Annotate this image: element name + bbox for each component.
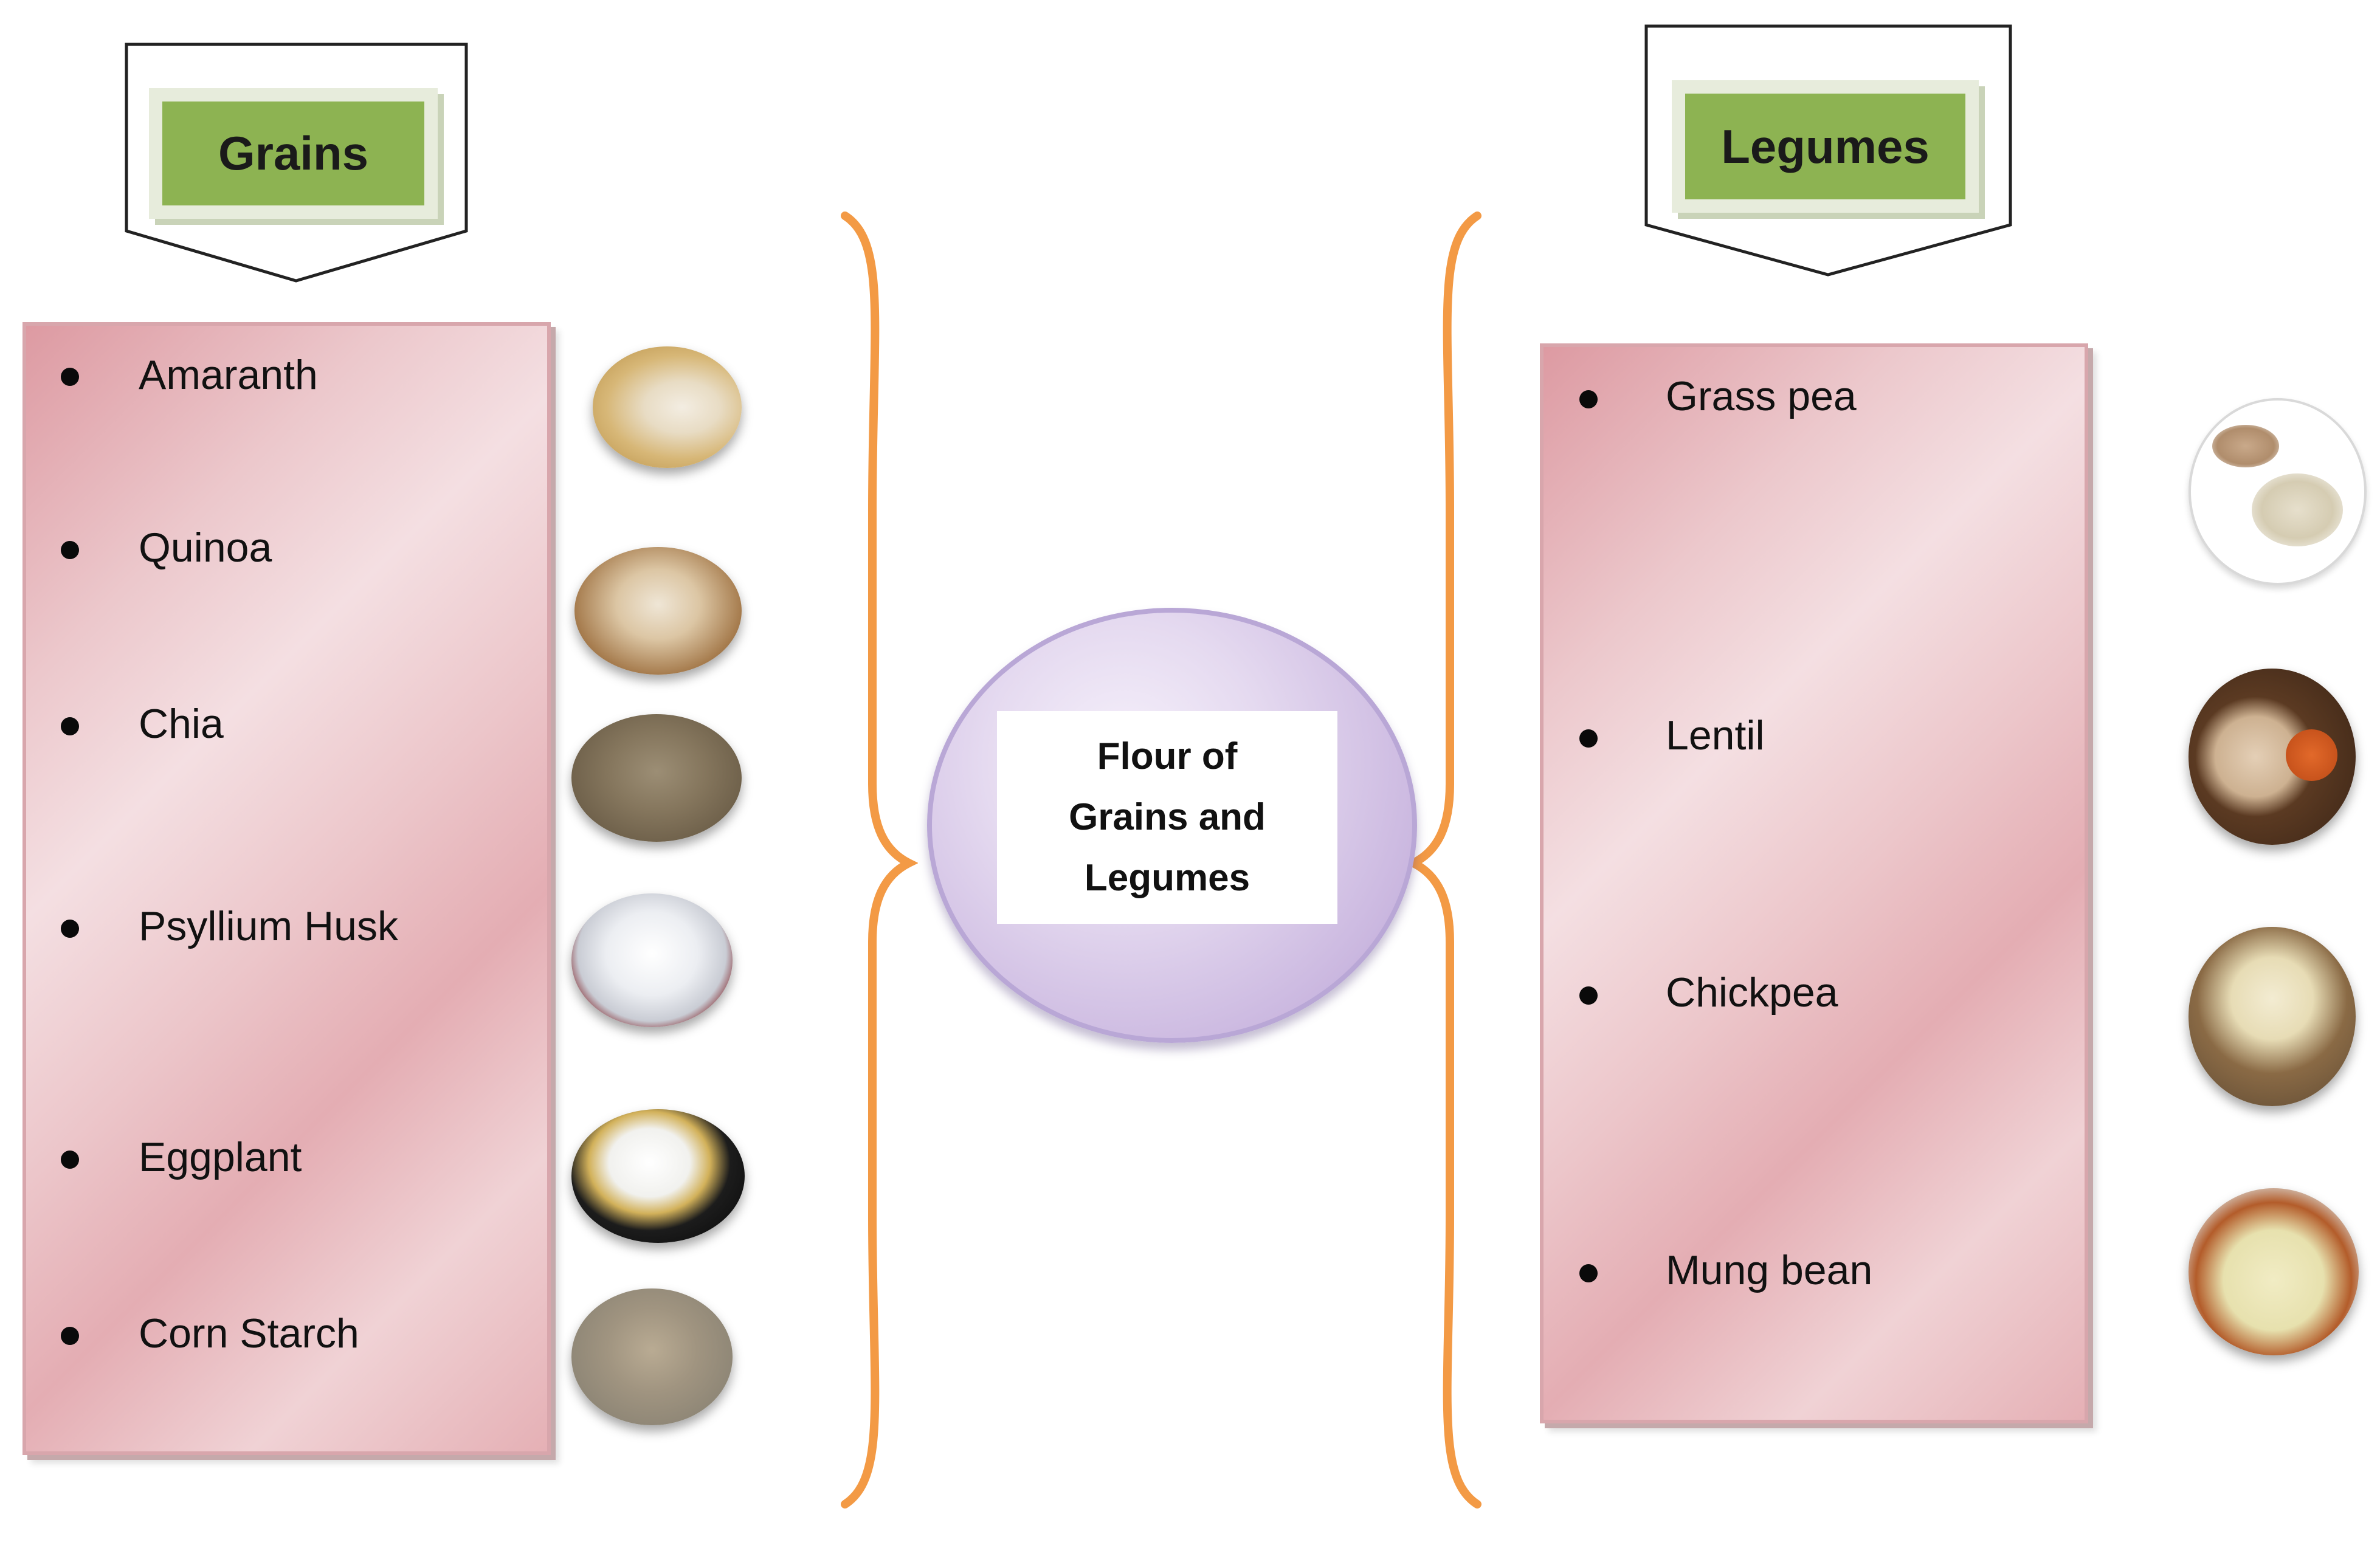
center-label: Flour of Grains and Legumes (1069, 735, 1266, 899)
legumes-label-plate: Legumes (1672, 80, 1979, 213)
legumes-header: Legumes (1644, 24, 2012, 280)
grains-title: Grains (162, 101, 424, 205)
psyllium-husk-image (571, 893, 733, 1027)
bullet-icon (61, 541, 79, 559)
legume-label: Chickpea (1666, 969, 1838, 1016)
eggplant-flour-image (571, 1109, 745, 1243)
bullet-icon (61, 717, 79, 735)
grain-label: Corn Starch (139, 1310, 359, 1357)
corn-starch-image (571, 1288, 733, 1425)
grain-label: Chia (139, 701, 224, 747)
bullet-icon (1579, 1264, 1598, 1282)
chia-flour-image (571, 714, 742, 842)
grain-label: Psyllium Husk (139, 903, 398, 949)
bullet-icon (1579, 390, 1598, 408)
grain-label: Eggplant (139, 1134, 302, 1180)
mung-bean-flour-image (2189, 1188, 2359, 1355)
bullet-icon (61, 368, 79, 386)
right-brace (1404, 212, 1481, 1508)
amaranth-flour-image (593, 346, 742, 468)
lentil-flour-image (2189, 669, 2356, 845)
left-brace (841, 212, 918, 1508)
grain-label: Amaranth (139, 352, 318, 398)
bullet-icon (1579, 986, 1598, 1005)
lentil-seeds (2286, 729, 2337, 781)
grass-pea-powder (2252, 473, 2343, 546)
legumes-title: Legumes (1685, 94, 1965, 199)
grain-label: Quinoa (139, 525, 272, 571)
chickpea-flour-image (2189, 927, 2356, 1106)
legume-label: Grass pea (1666, 373, 1857, 419)
bullet-icon (61, 1151, 79, 1169)
legume-label: Mung bean (1666, 1247, 1873, 1293)
bullet-icon (61, 1327, 79, 1345)
grains-label-plate: Grains (149, 88, 438, 219)
grass-pea-flour-image (2189, 398, 2367, 585)
grass-pea-seeds (2212, 425, 2279, 467)
bullet-icon (1579, 729, 1598, 748)
bullet-icon (61, 920, 79, 938)
quinoa-flour-image (574, 547, 742, 675)
legume-label: Lentil (1666, 712, 1765, 759)
grains-panel (22, 322, 551, 1455)
center-label-box: Flour of Grains and Legumes (997, 711, 1337, 924)
legumes-panel (1540, 343, 2088, 1423)
grains-header: Grains (125, 43, 468, 283)
